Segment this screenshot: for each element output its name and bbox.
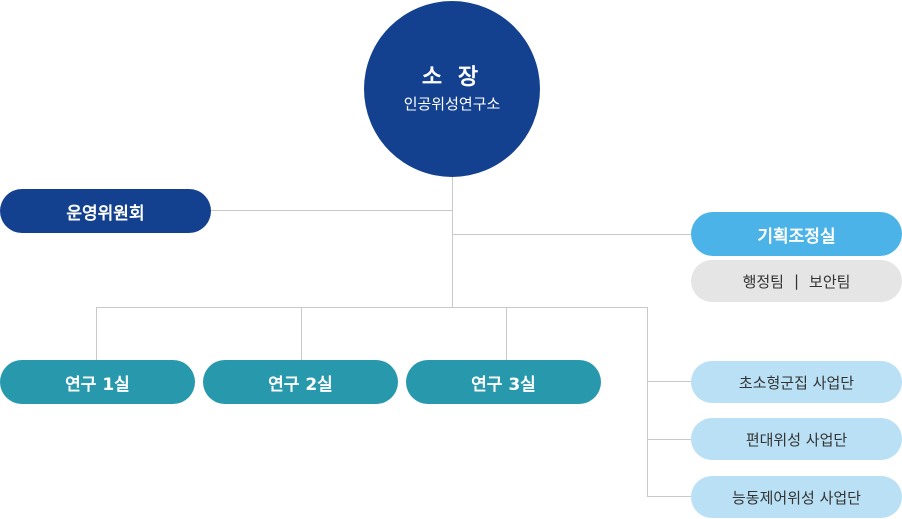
steering-committee-node: 운영위원회 <box>0 189 211 233</box>
lab-3-label: 연구 3실 <box>471 374 536 395</box>
project-2-node: 편대위성 사업단 <box>691 418 902 460</box>
director-node: 소 장 인공위성연구소 <box>364 1 540 177</box>
planning-office-label: 기획조정실 <box>757 226 836 247</box>
lab-2-label: 연구 2실 <box>268 374 333 395</box>
admin-team-label: 행정팀 <box>742 272 784 291</box>
lab-3-node: 연구 3실 <box>406 360 601 404</box>
security-team-label: 보안팀 <box>809 272 851 291</box>
project-1-label: 초소형군집 사업단 <box>738 373 855 392</box>
project-3-node: 능동제어위성 사업단 <box>691 476 902 518</box>
admin-teams-node: 행정팀 | 보안팀 <box>691 260 902 302</box>
project-3-label: 능동제어위성 사업단 <box>732 488 861 507</box>
lab-1-node: 연구 1실 <box>0 360 195 404</box>
admin-separator: | <box>793 272 800 290</box>
director-title: 소 장 <box>421 65 483 90</box>
lab-2-node: 연구 2실 <box>203 360 398 404</box>
steering-committee-label: 운영위원회 <box>66 203 145 224</box>
project-1-node: 초소형군집 사업단 <box>691 361 902 403</box>
lab-1-label: 연구 1실 <box>65 374 130 395</box>
project-2-label: 편대위성 사업단 <box>745 430 848 449</box>
planning-office-node: 기획조정실 <box>691 212 902 256</box>
director-subtitle: 인공위성연구소 <box>403 95 501 113</box>
